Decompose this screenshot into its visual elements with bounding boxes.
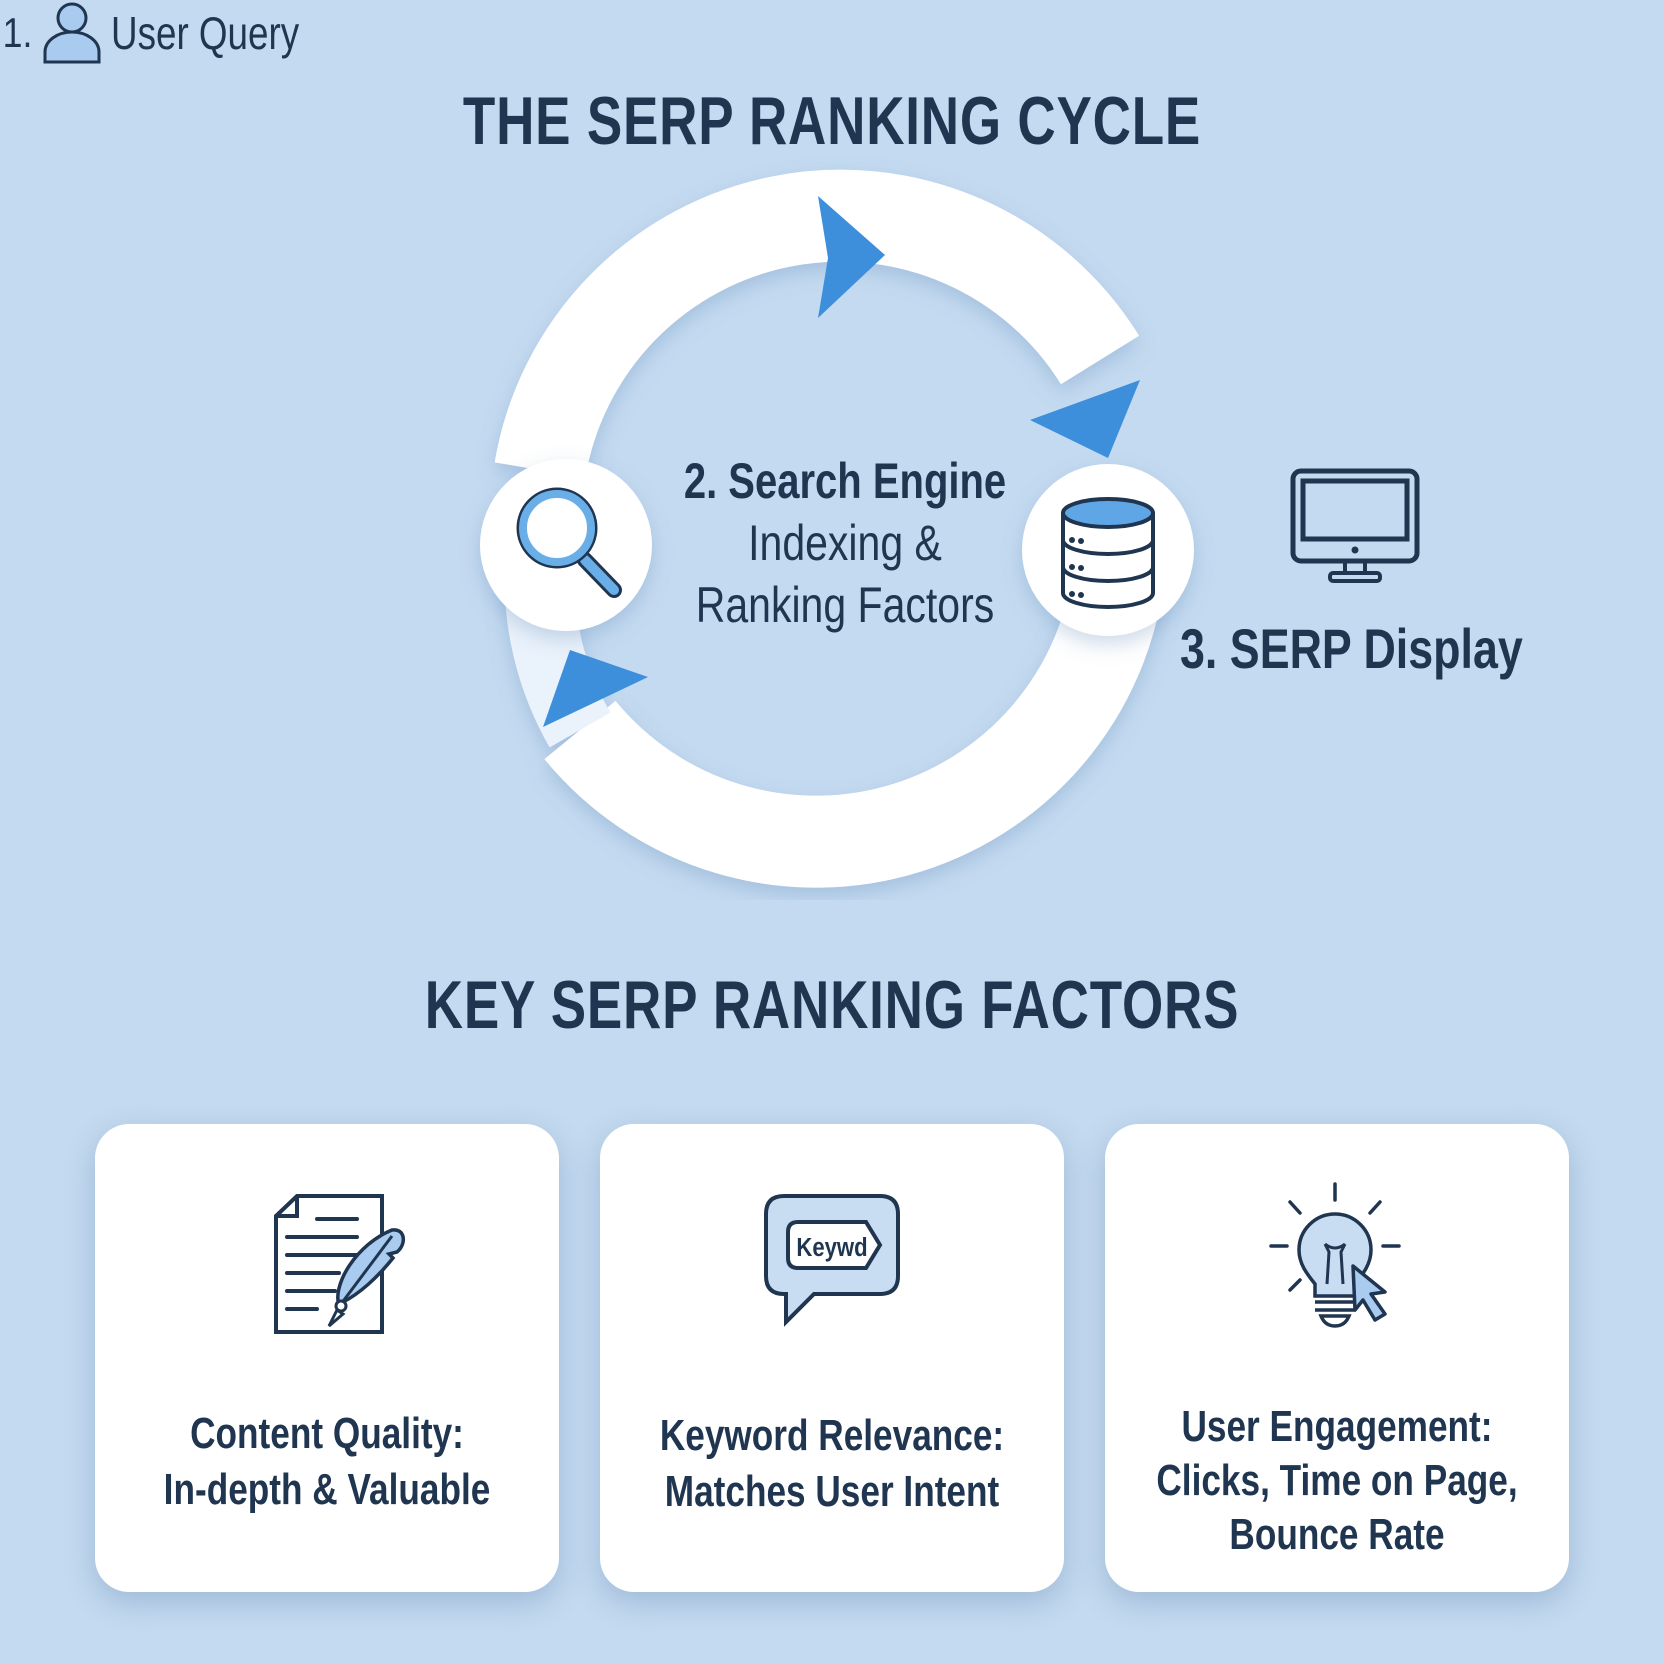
card-description: Matches User Intent	[664, 1467, 1000, 1516]
factor-cards: Content Quality: In-depth & Valuable Key…	[95, 1124, 1569, 1594]
step-title: 2. Search Engine	[683, 453, 1007, 509]
document-quill-icon	[274, 1194, 405, 1334]
database-node	[1022, 464, 1194, 636]
monitor-icon	[1290, 468, 1420, 583]
factors-title: KEY SERP RANKING FACTORS	[424, 967, 1240, 1043]
card-title: Keyword Relevance:	[659, 1411, 1005, 1460]
cycle-title: THE SERP RANKING CYCLE	[462, 83, 1202, 159]
step-serp-display: 3. SERP Display	[1180, 617, 1523, 680]
search-node	[480, 459, 652, 631]
card-description-line1: Clicks, Time on Page,	[1156, 1456, 1518, 1505]
lightbulb-cursor-icon	[1269, 1182, 1401, 1328]
step-subtitle-line1: Indexing &	[748, 515, 942, 571]
card-description: In-depth & Valuable	[163, 1465, 491, 1514]
search-icon	[516, 487, 622, 598]
user-icon	[43, 2, 101, 64]
database-icon	[1061, 497, 1155, 609]
factor-card-keyword-relevance: Keywd Keyword Relevance: Matches User In…	[600, 1124, 1064, 1592]
cycle-diagram	[480, 169, 1194, 888]
card-title: Content Quality:	[190, 1409, 464, 1458]
keyword-tag-text: Keywd	[796, 1233, 867, 1262]
arrow-right-icon	[818, 196, 885, 318]
factor-card-user-engagement: User Engagement: Clicks, Time on Page, B…	[1105, 1124, 1569, 1592]
ring-segment-bottom	[544, 556, 1166, 888]
step-search-engine: 2. Search Engine Indexing & Ranking Fact…	[620, 450, 1070, 636]
card-title: User Engagement:	[1181, 1402, 1493, 1451]
step-label: User Query	[111, 7, 300, 59]
card-description-line2: Bounce Rate	[1229, 1510, 1445, 1559]
arrow-right-icon	[1030, 380, 1140, 458]
step-user-query: 1. User Query	[0, 0, 1664, 66]
step-number: 1.	[2, 9, 33, 56]
arrow-right-icon	[543, 650, 648, 727]
ring-segment-top	[494, 169, 1140, 479]
keyword-bubble-icon: Keywd	[764, 1194, 900, 1327]
factor-card-content-quality: Content Quality: In-depth & Valuable	[95, 1124, 559, 1592]
step-subtitle-line2: Ranking Factors	[695, 577, 995, 633]
